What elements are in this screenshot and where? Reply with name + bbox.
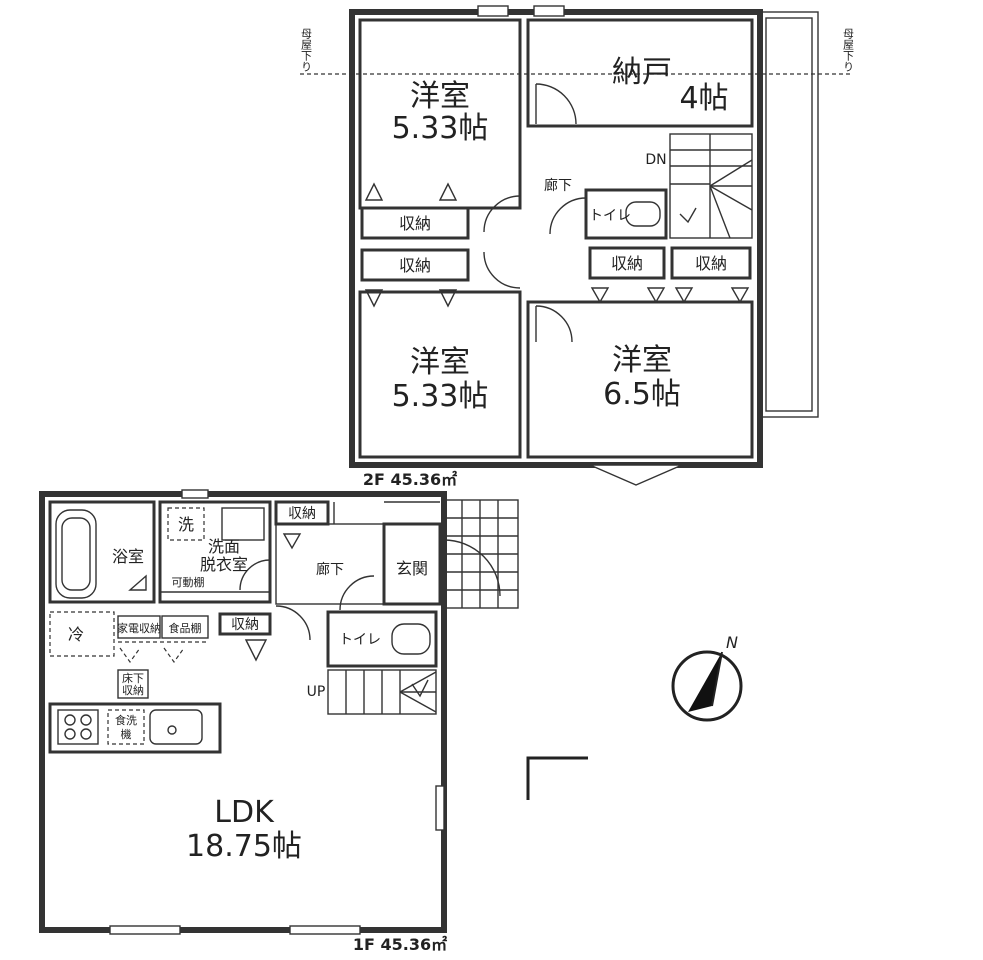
entrance [382,522,442,606]
toilet-1f-label: トイレ [339,632,381,648]
fridge-spot [49,611,115,657]
entrance-label: 玄関 [396,559,428,578]
stairs-2f [669,133,753,239]
dishwasher-label-1: 食洗 [115,713,137,727]
window-1f-east [435,785,445,831]
room-nw-name: 洋室 [410,79,470,114]
washroom [158,500,272,604]
corner-mark [526,756,588,800]
bath-label: 浴室 [112,547,144,566]
closet-door-mark [364,182,384,201]
roof-note-left: 母屋下り [300,28,313,72]
door-entrance [443,539,501,597]
washer-spot [167,507,205,541]
stove [57,709,99,745]
closet-2f-4 [670,246,752,280]
toilet-1f [326,610,438,668]
appliance-storage-label: 家電収納 [117,621,161,635]
bathtub [55,509,97,599]
storage-room [526,18,754,128]
toilet-bowl-2f [625,201,661,227]
storage-room-name: 納戸 [612,55,672,90]
underfloor-label-1: 床下 [122,671,144,685]
door-toilet-1f [339,575,375,611]
door-washroom [239,559,271,591]
compass-label: N [726,633,738,652]
dishwasher-label-2: 機 [121,727,132,741]
door-room-se [535,305,573,343]
room-sw-name: 洋室 [410,345,470,380]
pantry-label: 食品棚 [169,621,202,635]
closet-2f-2 [360,248,470,282]
movable-shelf-label: 可動棚 [172,575,205,589]
toilet-bowl-1f [391,623,431,655]
door-toilet-2f [549,197,587,235]
floor-1-area: 1F 45.36㎡ [353,935,447,954]
washroom-label-2: 脱衣室 [200,555,248,574]
toilet-2f-label: トイレ [589,208,631,224]
closet-1f-mid-label: 収納 [231,617,259,633]
room-se [526,300,754,459]
closet-2f-4-label: 収納 [695,254,727,273]
roof-note-right: 母屋下り [842,28,855,72]
window-1f-top [181,489,209,499]
ldk-name: LDK [214,795,275,830]
washer-label: 洗 [178,515,194,534]
window-1f-south-1 [109,925,181,935]
underfloor-label-2: 収納 [122,684,144,697]
bay-window [589,464,683,486]
door-room-nw [483,195,521,233]
window-2f-top-2 [533,5,565,17]
room-se-size: 6.5帖 [603,377,681,412]
balcony-inner [765,17,813,412]
bath-door [128,574,147,591]
appliance-storage [117,615,161,639]
closet-1f-top-label: 収納 [288,506,316,522]
sink [149,709,203,745]
hallway-1f-label: 廊下 [316,561,344,578]
underfloor-storage [117,669,149,699]
door-storage [535,83,577,125]
compass: N [671,633,743,722]
closet-2f-2-label: 収納 [399,256,431,275]
room-nw [358,18,522,210]
stairs-1f-label: UP [307,684,326,700]
closet-2f-3 [588,246,666,280]
closet-2f-3-label: 収納 [611,254,643,273]
window-1f-south-2 [289,925,361,935]
floor-2-area: 2F 45.36㎡ [363,470,457,489]
room-sw-size: 5.33帖 [392,379,489,414]
closet-1f-mid [218,612,272,636]
room-se-name: 洋室 [612,343,672,378]
window-2f-top-1 [477,5,509,17]
fridge-label: 冷 [68,625,84,644]
closet-2f-1 [360,206,470,240]
closet-2f-1-label: 収納 [399,214,431,233]
vanity [221,507,265,541]
room-nw-size: 5.33帖 [392,111,489,146]
floor-2: 母屋下り 母屋下り 洋室 5.33帖 納戸 4帖 洋室 5.33帖 洋室 6.5… [300,5,855,489]
room-sw [358,290,522,459]
pantry [161,615,209,639]
door-room-sw [483,251,521,289]
washroom-label-1: 洗面 [208,537,240,556]
door-ldk [275,605,311,641]
hallway-2f-label: 廊下 [544,177,572,194]
stairs-2f-label: DN [645,152,666,168]
stairs-1f [327,669,437,715]
floor-1: 浴室 洗 洗面 脱衣室 可動棚 収納 廊下 玄関 冷 家電収納 食品棚 収納 ト… [39,489,519,954]
storage-room-size: 4帖 [679,81,728,116]
balcony [759,11,819,418]
ldk-size: 18.75帖 [186,829,302,864]
dishwasher-spot [107,709,145,745]
